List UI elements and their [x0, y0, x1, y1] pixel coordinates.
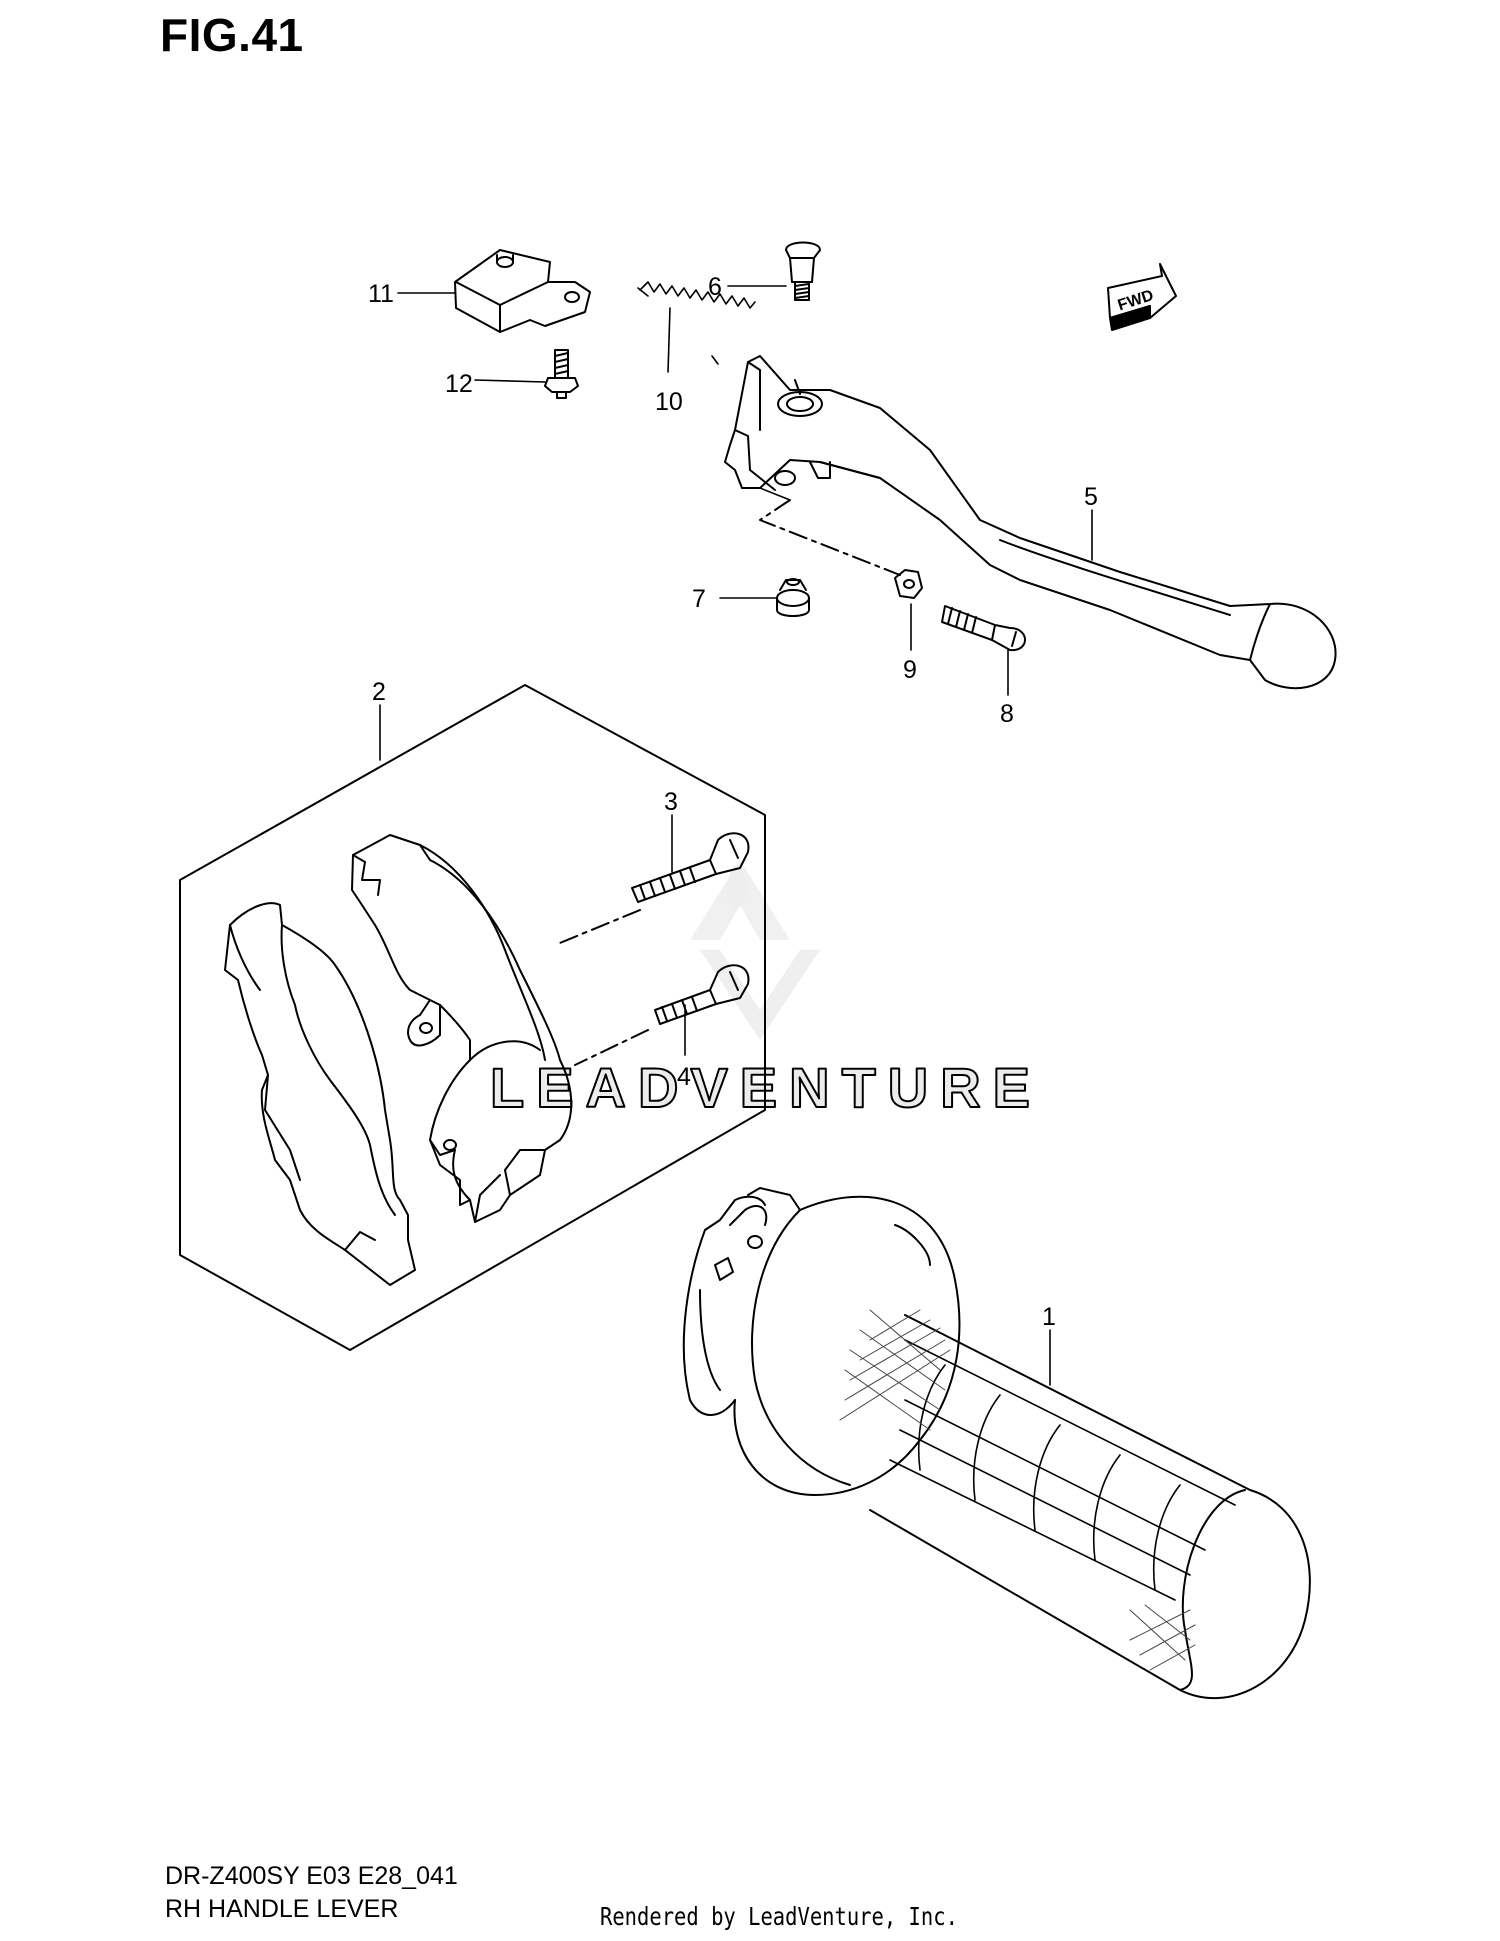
- watermark-text: LEADVENTURE: [490, 1056, 1042, 1119]
- assembly-line-3: [554, 909, 641, 946]
- callout-7: 7: [692, 585, 706, 613]
- assembly-line-lever-nut: [759, 499, 901, 576]
- rendered-by: Rendered by LeadVenture, Inc.: [600, 1902, 958, 1931]
- part-11-switch: [454, 249, 591, 333]
- callout-9: 9: [903, 656, 917, 684]
- throttle-housing-right: [351, 834, 573, 1223]
- throttle-housing-left: [224, 902, 416, 1286]
- part-3-screw: [631, 832, 750, 903]
- callout-12: 12: [445, 370, 473, 398]
- assembly-line-4: [574, 1029, 649, 1066]
- part-7-nut: [776, 578, 810, 617]
- leader-lines: [379, 285, 1093, 1386]
- part-6-pivot-bolt: [785, 241, 821, 301]
- part-5-lever: [724, 355, 1337, 690]
- callout-5: 5: [1084, 483, 1098, 511]
- part-8-bolt: [941, 605, 1026, 652]
- callout-3: 3: [664, 788, 678, 816]
- callout-6: 6: [708, 273, 722, 301]
- part-1-grip: [682, 1187, 1311, 1700]
- fwd-arrow-icon: FWD: [1107, 263, 1177, 331]
- figure-title: FIG.41: [160, 9, 304, 61]
- callout-8: 8: [1000, 700, 1014, 728]
- part-4-screw: [654, 964, 750, 1025]
- callout-4: 4: [677, 1063, 691, 1091]
- part-10-spring: [637, 281, 756, 365]
- callout-2: 2: [372, 678, 386, 706]
- callout-11: 11: [368, 280, 394, 308]
- part-12-screw: [544, 349, 579, 399]
- part-2-kit-box: [179, 684, 766, 1351]
- model-code: DR-Z400SY E03 E28_041: [165, 1862, 458, 1890]
- callout-10: 10: [655, 388, 683, 416]
- watermark: LEADVENTURE: [489, 860, 1042, 1120]
- part-9-nut: [894, 569, 923, 599]
- figure-name: RH HANDLE LEVER: [165, 1895, 399, 1923]
- callout-1: 1: [1042, 1303, 1056, 1331]
